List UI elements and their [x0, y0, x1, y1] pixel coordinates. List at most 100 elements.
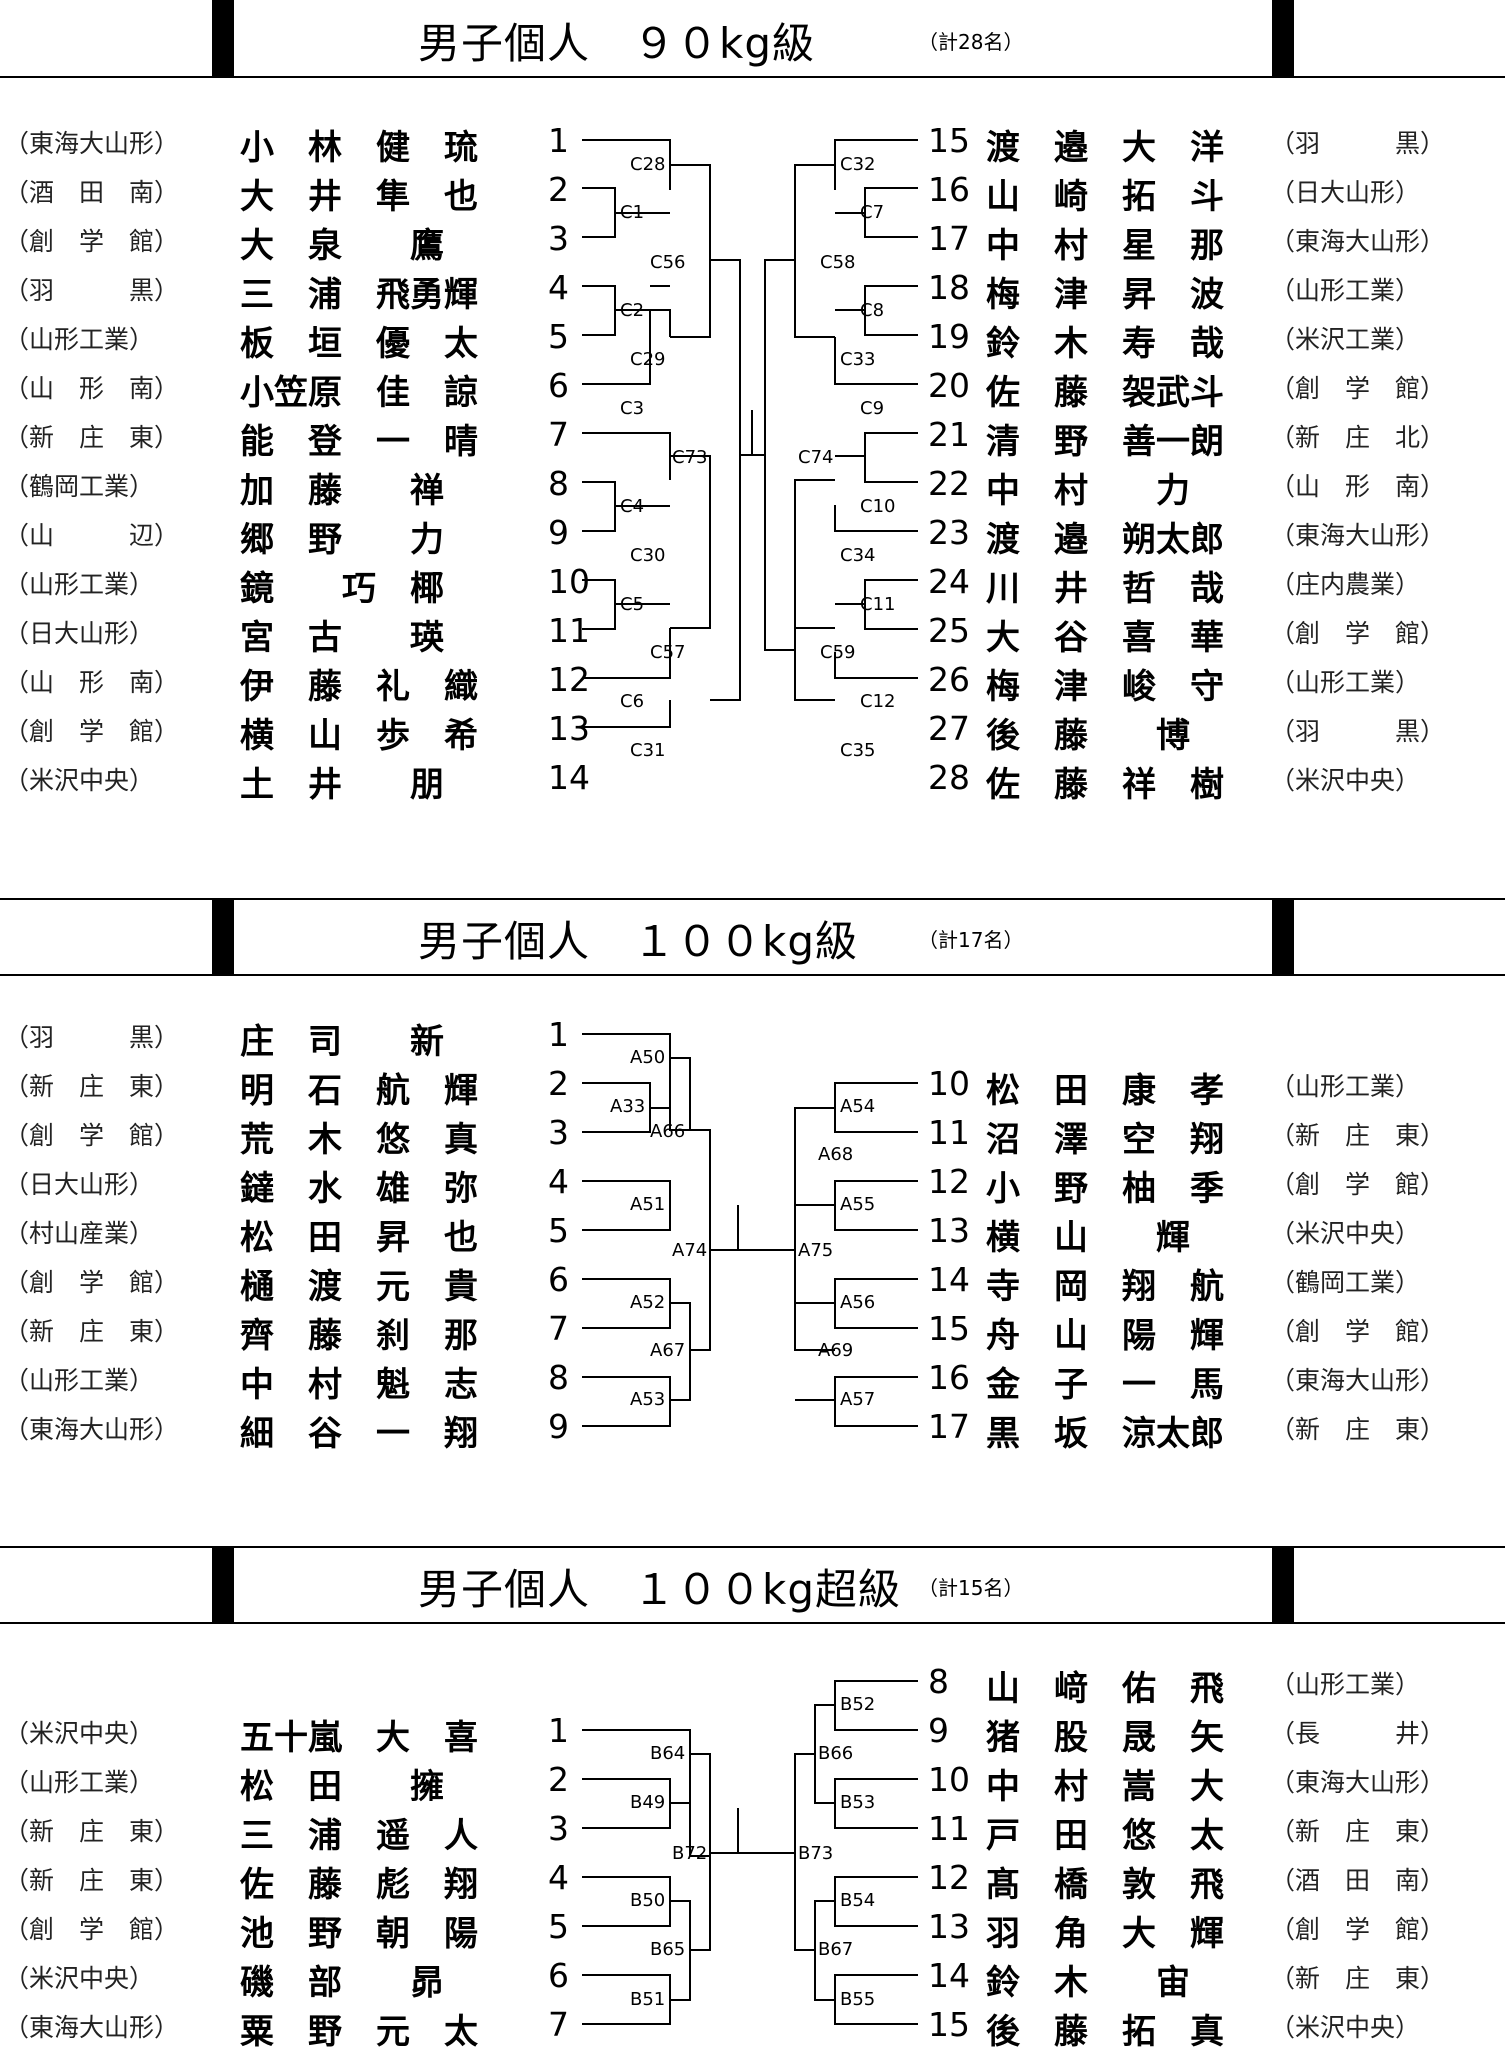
match-label: A66: [650, 1121, 685, 1142]
match-labels: B64 B49 B72 B50 B65 B51 B52 B66 B53 B73 …: [630, 1694, 875, 2010]
entrant-school: （庄内農業）: [1270, 570, 1421, 599]
entrant-number: 28: [928, 758, 970, 797]
entrant-school: （山形工業）: [1270, 1670, 1421, 1699]
entrant-number: 6: [548, 1956, 569, 1995]
entrant-name: 寺 岡 翔 航: [986, 1267, 1224, 1307]
entrant-name: 松 田 康 孝: [986, 1071, 1224, 1111]
match-label: B67: [818, 1939, 853, 1960]
match-label: A56: [840, 1292, 875, 1313]
entrant-school: （創 学 館）: [1270, 619, 1446, 648]
entrant-number: 6: [548, 366, 569, 405]
entrant-school: （羽 黒）: [1270, 129, 1446, 158]
entrant-school: （山形工業）: [1270, 276, 1421, 305]
match-label: C6: [620, 691, 644, 712]
entrant-name: 三 浦 飛勇輝: [240, 275, 478, 315]
entrant-name: 中 村 星 那: [986, 226, 1224, 266]
entrant-school: （山形工業）: [4, 1768, 155, 1797]
entrant-name: 鏡 巧 椰: [240, 569, 444, 609]
match-label: C3: [620, 398, 644, 419]
match-label: C34: [840, 545, 875, 566]
entrant-name: 郷 野 力: [240, 520, 444, 560]
entrant-name: 小 野 柚 季: [986, 1169, 1224, 1209]
match-label: C29: [630, 349, 665, 370]
entrant-name: 鈴 木 宙: [986, 1963, 1190, 2003]
entrant-school: （創 学 館）: [4, 1121, 180, 1150]
entrant-school: （新 庄 東）: [1270, 1121, 1446, 1150]
entrant-school: （鶴岡工業）: [4, 472, 155, 501]
entrant-name: 梅 津 昇 波: [986, 275, 1224, 315]
entrant-number: 5: [548, 317, 569, 356]
section-header: 男子個人 ９０kg級 （計28名）: [0, 0, 1505, 78]
entrant-number: 3: [548, 1113, 569, 1152]
section-header: 男子個人 １００kg超級 （計15名）: [0, 1546, 1505, 1624]
entrant-school: （日大山形）: [4, 619, 155, 648]
entrant-school: （米沢中央）: [4, 766, 155, 795]
match-label: B65: [650, 1939, 685, 1960]
entrant-number: 16: [928, 1358, 970, 1397]
entrant-number: 19: [928, 317, 970, 356]
entrant-name: 宮 古 瑛: [240, 618, 444, 658]
entrant-school: （東海大山形）: [1270, 1366, 1446, 1395]
entrant-name: 磯 部 昴: [240, 1963, 444, 2003]
entrant-school: （新 庄 東）: [4, 1317, 180, 1346]
match-label: B51: [630, 1989, 665, 2010]
entrant-count: （計17名）: [918, 928, 1024, 952]
entrant-number: 22: [928, 464, 970, 503]
match-label: C5: [620, 594, 644, 615]
match-label: C9: [860, 398, 884, 419]
entrant-number: 6: [548, 1260, 569, 1299]
entrant-school: （創 学 館）: [4, 1915, 180, 1944]
entrant-number: 4: [548, 1162, 569, 1201]
entrant-number: 17: [928, 1407, 970, 1446]
entrant-number: 16: [928, 170, 970, 209]
entrant-number: 1: [548, 1711, 569, 1750]
entrant-number: 7: [548, 415, 569, 454]
entrant-school: （創 学 館）: [1270, 1317, 1446, 1346]
entrant-school: （新 庄 東）: [1270, 1964, 1446, 1993]
entrant-number: 24: [928, 562, 970, 601]
match-label: B55: [840, 1989, 875, 2010]
entrant-number: 21: [928, 415, 970, 454]
match-label: A69: [818, 1340, 853, 1361]
entrant-name: 大 泉 鷹: [240, 226, 444, 266]
match-label: A52: [630, 1292, 665, 1313]
entrant-number: 9: [928, 1711, 949, 1750]
match-label: C73: [672, 447, 707, 468]
entrant-name: 粟 野 元 太: [240, 2012, 478, 2052]
entrant-number: 5: [548, 1907, 569, 1946]
match-label: C74: [798, 447, 833, 468]
entrant-number: 10: [928, 1760, 970, 1799]
entrant-number: 14: [928, 1260, 970, 1299]
entrant-number: 11: [928, 1809, 970, 1848]
entrant-name: 細 谷 一 翔: [240, 1414, 478, 1454]
entrant-name: 大 谷 喜 華: [986, 618, 1224, 658]
entrant-number: 7: [548, 2005, 569, 2044]
entrant-name: 鐽 水 雄 弥: [240, 1169, 478, 1209]
entrant-school: （新 庄 東）: [4, 1866, 180, 1895]
match-label: C12: [860, 691, 895, 712]
entrant-school: （東海大山形）: [4, 1415, 180, 1444]
entrant-number: 3: [548, 1809, 569, 1848]
entrant-school: （山 形 南）: [1270, 472, 1446, 501]
entrant-name: 板 垣 優 太: [240, 324, 478, 364]
entrant-school: （羽 黒）: [1270, 717, 1446, 746]
section-header: 男子個人 １００kg級 （計17名）: [0, 898, 1505, 976]
entrant-number: 4: [548, 1858, 569, 1897]
entrant-school: （米沢中央）: [1270, 1219, 1421, 1248]
entrant-number: 10: [548, 562, 590, 601]
entrant-school: （鶴岡工業）: [1270, 1268, 1421, 1297]
entrant-school: （東海大山形）: [1270, 227, 1446, 256]
entrant-number: 25: [928, 611, 970, 650]
match-label: A55: [840, 1194, 875, 1215]
bracket-lines: C28 C1 C56 C2 C29 C3 C73 C4 C30 C5 C57 C…: [582, 139, 918, 761]
entrant-name: 伊 藤 礼 織: [240, 667, 478, 707]
entrant-number: 13: [548, 709, 590, 748]
entrant-school: （米沢中央）: [1270, 2013, 1421, 2042]
entrant-number: 17: [928, 219, 970, 258]
entrant-school: （新 庄 東）: [1270, 1817, 1446, 1846]
entrant-name: 中 村 嵩 大: [986, 1767, 1224, 1807]
entrant-number: 7: [548, 1309, 569, 1348]
section-title: 男子個人 １００kg級: [418, 917, 858, 966]
entrant-name: 齊 藤 刹 那: [240, 1316, 478, 1356]
entrant-name: 舟 山 陽 輝: [986, 1316, 1224, 1356]
